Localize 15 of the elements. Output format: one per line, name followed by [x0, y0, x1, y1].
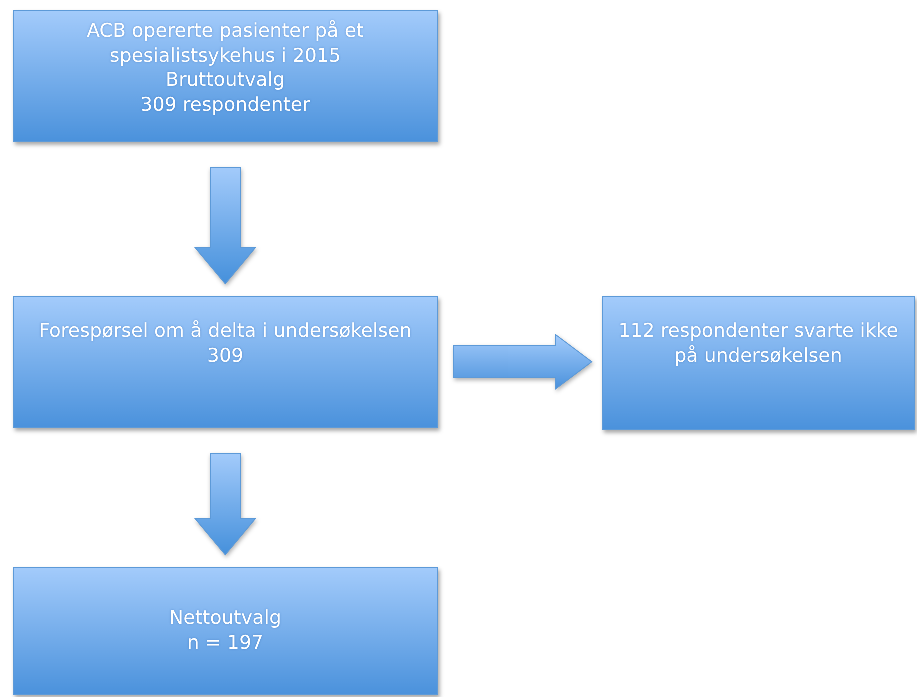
block-arrow [194, 454, 257, 556]
process-box [13, 10, 438, 142]
box-text: 112 respondenter svarte ikke på undersøkelsen [618, 319, 900, 368]
block-arrow [454, 334, 593, 390]
process-box [602, 296, 915, 430]
box-text: Bruttoutvalg [166, 68, 286, 94]
box-text: Nettoutvalg [169, 606, 282, 631]
process-box [13, 296, 438, 428]
box-text: ACB opererte pasienter på et spesialistsykehus i 2015 [86, 19, 365, 68]
box-text: Forespørsel om å delta i undersøkelsen [39, 319, 412, 344]
box-text: 309 [207, 344, 244, 368]
box-text: n = 197 [187, 631, 264, 656]
process-box [13, 567, 438, 695]
box-text: 309 respondenter [140, 93, 310, 118]
block-arrow [194, 168, 257, 285]
